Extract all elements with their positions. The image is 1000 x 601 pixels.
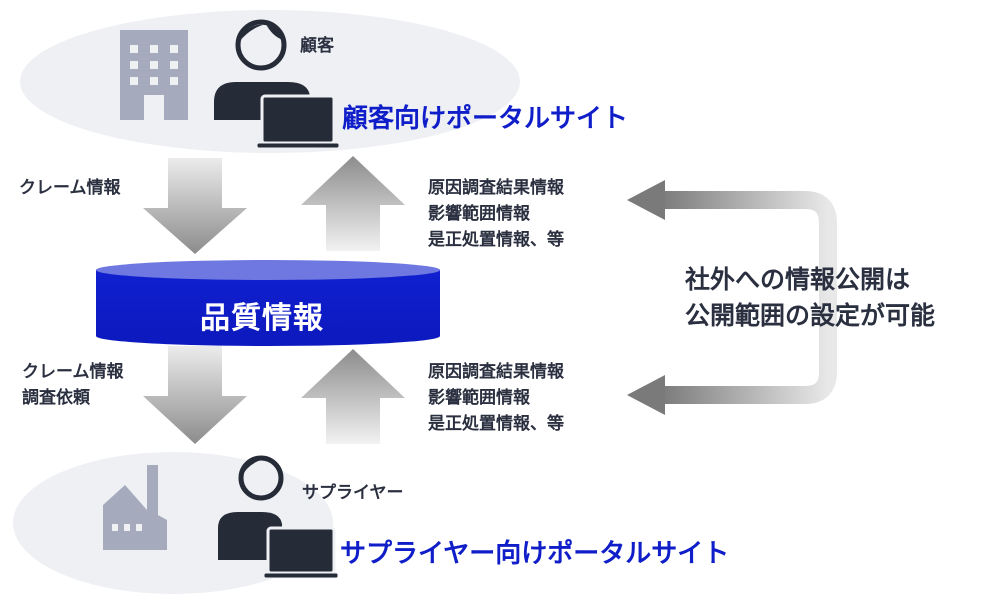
factory-icon — [103, 465, 167, 550]
flow-line: クレーム情報 — [22, 362, 124, 382]
arrow-db-to-supplier — [143, 346, 247, 444]
flow-line: 原因調査結果情報 — [428, 178, 564, 198]
disclosure-note: 社外への情報公開は 公開範囲の設定が可能 — [685, 262, 935, 334]
flow-line: 是正処置情報、等 — [428, 414, 564, 434]
database-label: 品質情報 — [200, 301, 324, 336]
arrow-supplier-to-db — [301, 349, 405, 444]
flow-supplier-to-db-label: 原因調査結果情報 影響範囲情報 是正処置情報、等 — [428, 359, 564, 437]
flow-line: 原因調査結果情報 — [428, 362, 564, 382]
supplier-role-label: サプライヤー — [302, 483, 404, 503]
arrow-db-to-customer — [301, 156, 405, 251]
note-line: 公開範囲の設定が可能 — [685, 301, 936, 330]
arrow-customer-to-db — [143, 158, 247, 254]
supplier-laptop-icon — [263, 526, 339, 579]
flow-line: 影響範囲情報 — [428, 204, 530, 224]
supplier-portal-label: サプライヤー向けポータルサイト — [340, 539, 730, 569]
flow-line: 調査依頼 — [22, 388, 90, 408]
arrow-disclosure-loop — [627, 180, 837, 415]
building-icon — [120, 30, 188, 120]
flow-line: 影響範囲情報 — [428, 388, 530, 408]
flow-db-to-supplier-label: クレーム情報 調査依頼 — [22, 359, 124, 411]
flow-customer-to-db-label: クレーム情報 — [19, 175, 121, 201]
flow-line: 是正処置情報、等 — [428, 230, 564, 250]
supplier-person-icon — [218, 455, 284, 560]
flow-db-to-customer-label: 原因調査結果情報 影響範囲情報 是正処置情報、等 — [428, 175, 564, 253]
flow-line: クレーム情報 — [19, 178, 121, 198]
customer-role-label: 顧客 — [300, 36, 334, 56]
database-cylinder — [96, 260, 440, 346]
customer-portal-label: 顧客向けポータルサイト — [342, 104, 629, 134]
laptop-icon — [256, 94, 340, 149]
note-line: 社外への情報公開は — [685, 265, 911, 294]
